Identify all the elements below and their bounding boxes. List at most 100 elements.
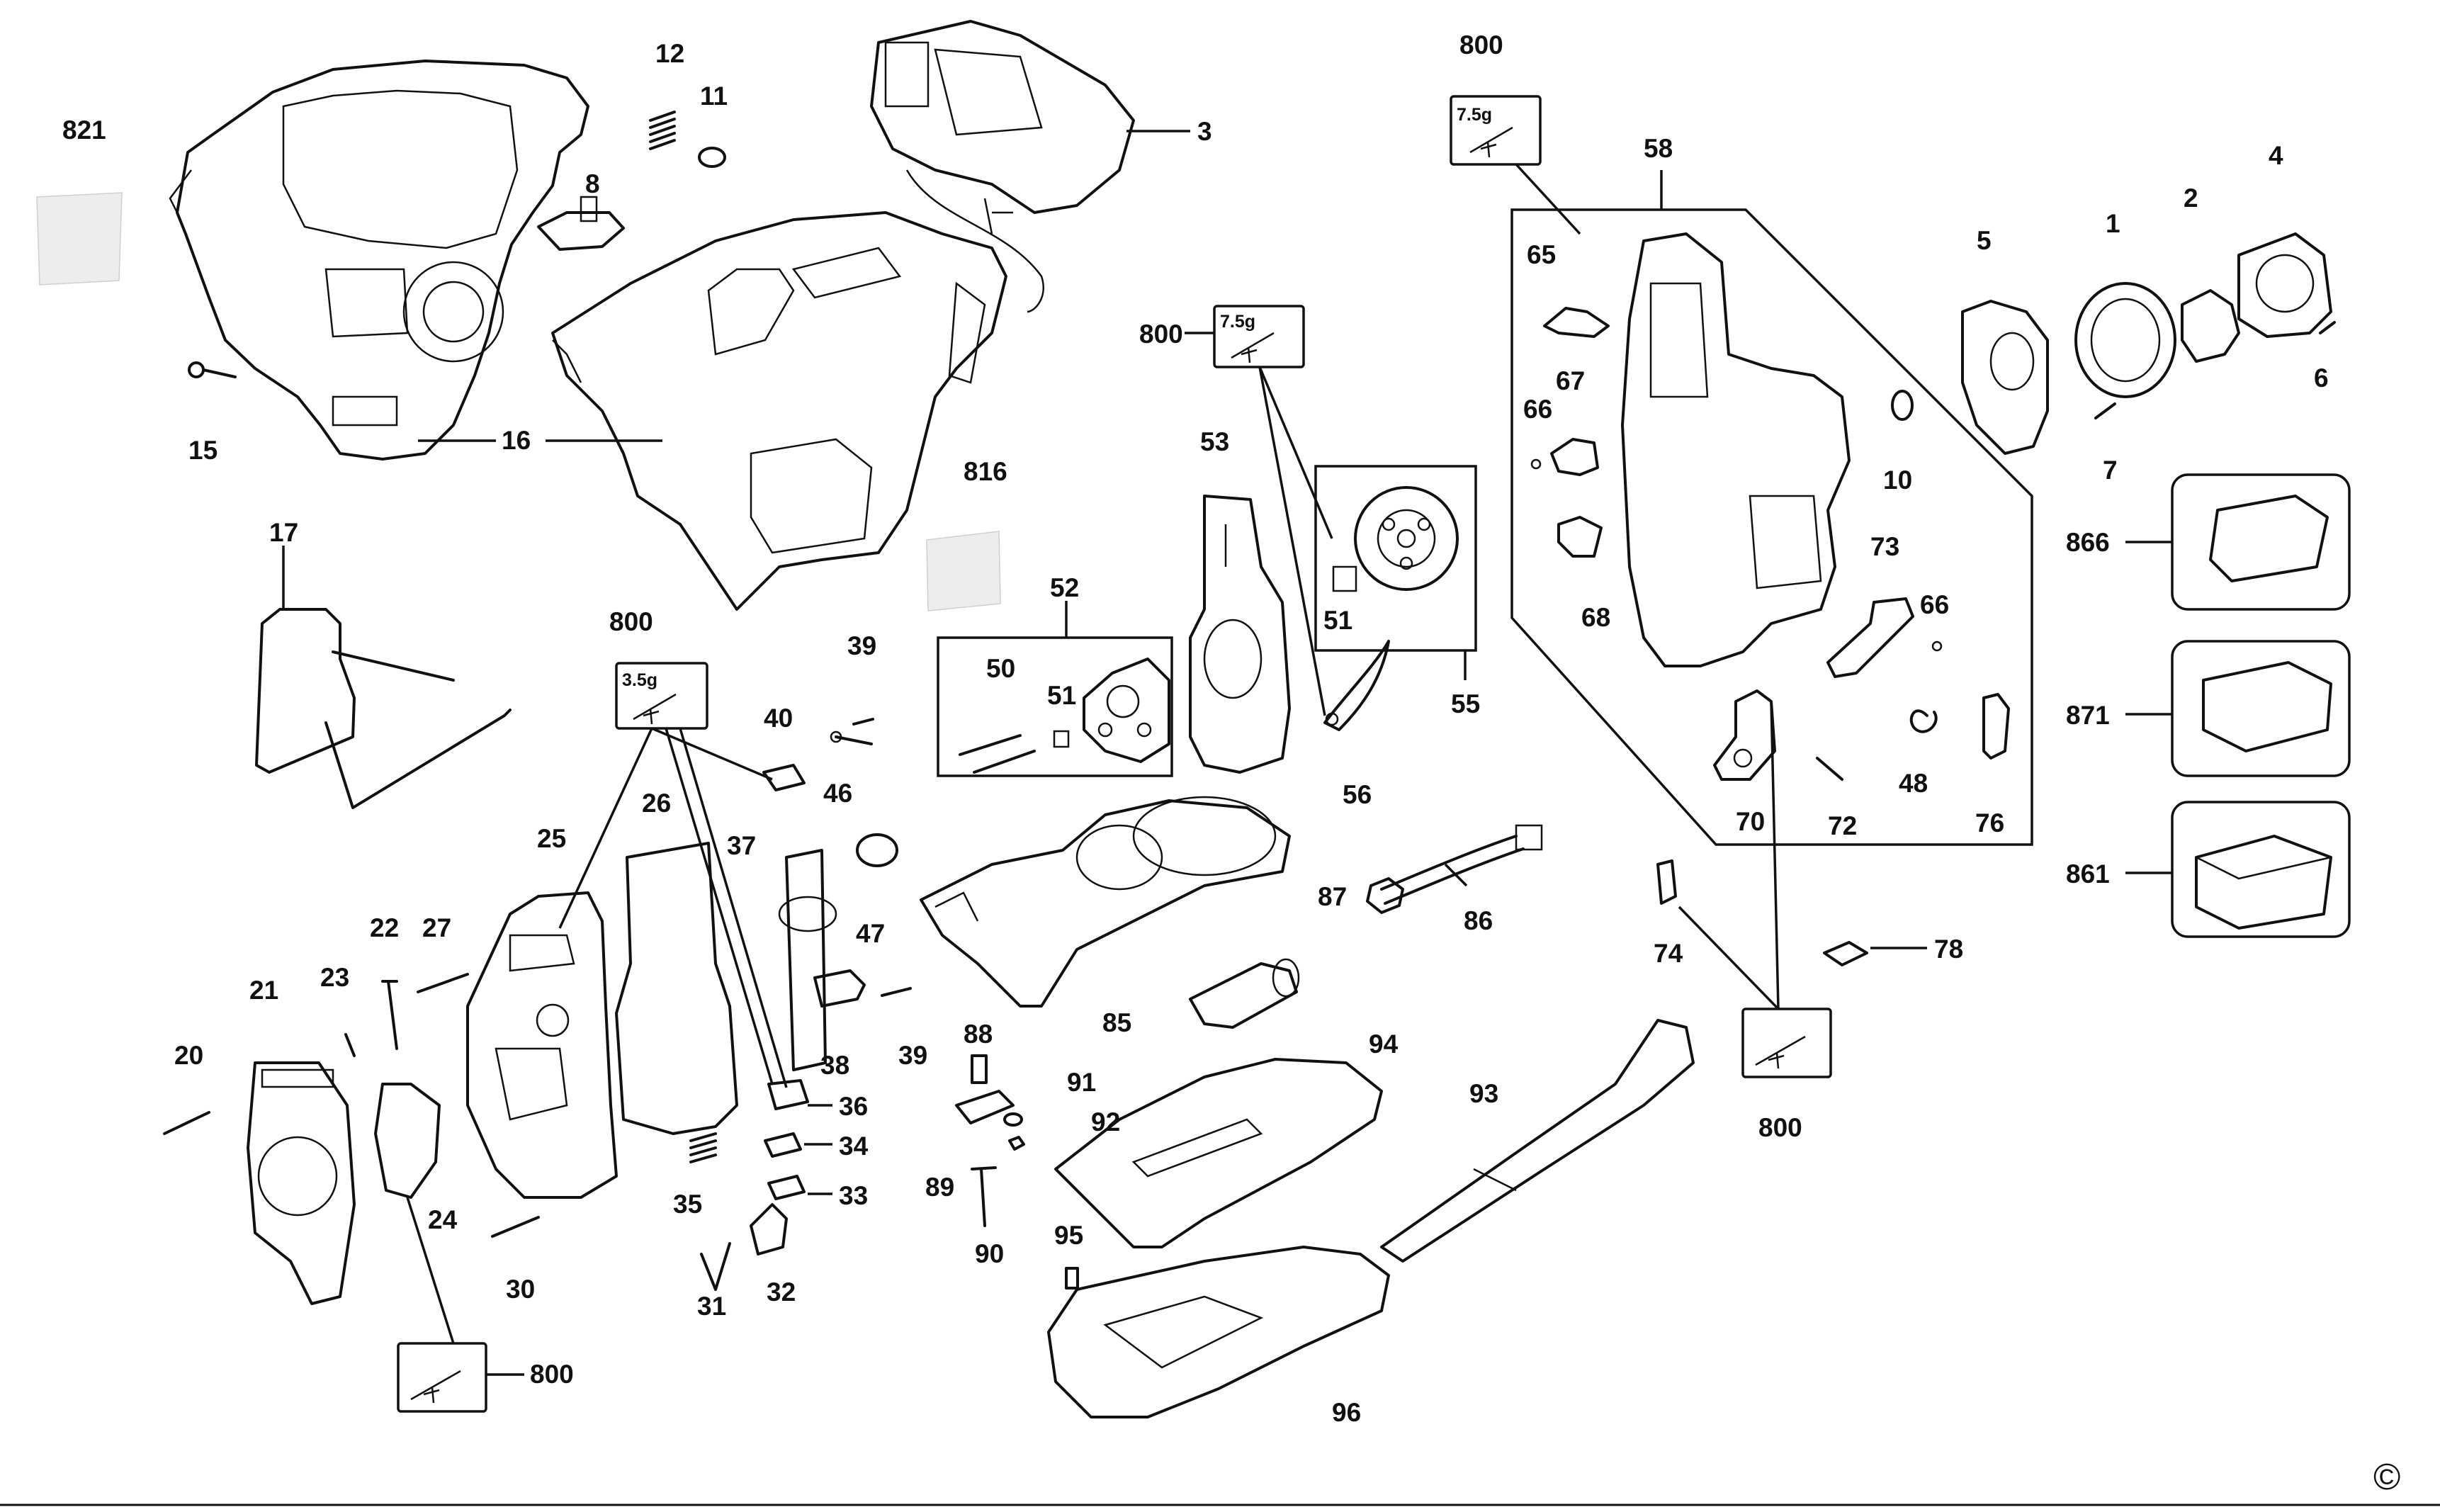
part-66b-ball: [1931, 641, 1943, 652]
part-55-gear: [1332, 486, 1459, 592]
label-66b: 66: [1920, 590, 1949, 619]
part-33-pad: [767, 1175, 806, 1200]
label-55: 55: [1451, 689, 1480, 718]
part-23-spring: [344, 1033, 356, 1057]
label-37: 37: [727, 831, 756, 860]
label-51a: 51: [1047, 681, 1076, 710]
part-27-screw: [417, 973, 469, 993]
part-21-guard: [247, 1061, 356, 1305]
label-12: 12: [655, 39, 684, 68]
part-72-pin: [1816, 757, 1843, 781]
part-861-case-box: [2171, 801, 2351, 938]
part-86-plunger: [1366, 824, 1543, 914]
label-40: 40: [764, 704, 793, 733]
label-16: 16: [502, 426, 531, 455]
label-72: 72: [1828, 811, 1857, 840]
label-4: 4: [2269, 141, 2283, 170]
label-25: 25: [537, 824, 566, 853]
grease-box-800-bottom-left: [397, 1342, 487, 1413]
part-46-pin: [830, 730, 873, 745]
label-53: 53: [1200, 427, 1229, 456]
part-32-blade-clamp: [750, 1203, 788, 1256]
label-51b: 51: [1323, 606, 1352, 635]
label-56: 56: [1343, 780, 1372, 809]
label-92: 92: [1091, 1107, 1120, 1136]
part-53-gasket: [1189, 495, 1291, 774]
label-52: 52: [1050, 573, 1079, 602]
part-94-shoe: [1054, 1058, 1383, 1248]
part-36-holder: [767, 1079, 809, 1110]
label-2: 2: [2184, 184, 2198, 213]
part-78-nut: [1823, 941, 1868, 966]
group-box-52: [937, 636, 1173, 777]
label-26: 26: [642, 789, 671, 818]
part-92-nut: [1008, 1136, 1025, 1151]
label-65: 65: [1527, 240, 1556, 269]
label-95: 95: [1054, 1221, 1083, 1250]
part-67-bracket: [1550, 438, 1599, 476]
label-87: 87: [1318, 882, 1347, 911]
part-66a-ball: [1530, 458, 1542, 470]
label-47: 47: [856, 919, 885, 948]
group-box-55: [1314, 465, 1477, 652]
label-871: 871: [2066, 701, 2110, 730]
part-95-screw: [1065, 1267, 1079, 1290]
part-24-cover: [374, 1083, 441, 1199]
label-861: 861: [2066, 859, 2110, 888]
label-34: 34: [839, 1132, 869, 1161]
label-89: 89: [925, 1173, 954, 1202]
grease-tag-3-5g: 3.5g: [622, 670, 657, 690]
leader-lines: [282, 130, 2172, 1376]
part-10-washer: [1891, 390, 1914, 421]
part-87-bushing: [1189, 958, 1300, 1029]
part-4-end-cap: [2237, 232, 2332, 338]
grease-box-800-top-right: 7.5g: [1450, 95, 1542, 166]
label-58: 58: [1644, 134, 1673, 163]
part-96-shoe-cover: [1047, 1246, 1390, 1418]
label-66a: 66: [1523, 395, 1552, 424]
part-47-cap: [856, 833, 898, 867]
callout-labels: 821 12 11 8 3 15 16 800 58 800 65 67 66 …: [62, 30, 2400, 1498]
label-800-mid: 800: [1139, 320, 1183, 349]
part-7-screw: [2094, 402, 2116, 419]
label-90: 90: [975, 1239, 1004, 1268]
label-91: 91: [1067, 1068, 1096, 1097]
part-35-spring: [689, 1132, 717, 1163]
grease-box-800-left: 3.5g: [615, 662, 708, 730]
part-70-cam: [1713, 689, 1776, 781]
part-88-pin: [971, 1054, 988, 1084]
label-35: 35: [673, 1190, 702, 1219]
part-39-screw-bottom: [881, 987, 912, 997]
label-866: 866: [2066, 528, 2110, 557]
label-10: 10: [1883, 466, 1912, 495]
label-31: 31: [697, 1292, 726, 1321]
label-1: 1: [2106, 209, 2120, 238]
part-25-gear-housing: [466, 891, 618, 1199]
part-56-counterweight: [1323, 640, 1390, 731]
label-27: 27: [422, 913, 451, 942]
label-86: 86: [1464, 906, 1493, 935]
part-73-lever: [1826, 597, 1914, 678]
part-65-clip: [1543, 307, 1610, 338]
label-94: 94: [1369, 1029, 1399, 1059]
grease-box-800-mid: 7.5g: [1213, 305, 1305, 368]
part-6-screw: [2319, 321, 2336, 334]
part-85-gearcase: [920, 796, 1291, 1008]
label-17: 17: [269, 518, 298, 547]
grease-tag-7-5g-a: 7.5g: [1457, 105, 1492, 125]
label-46: 46: [823, 779, 852, 808]
label-76: 76: [1975, 808, 2004, 837]
part-15-screw: [188, 361, 237, 378]
part-34-pad: [764, 1132, 802, 1158]
label-3: 3: [1197, 117, 1212, 146]
part-74-clip: [1656, 859, 1677, 905]
label-800-bottom-left: 800: [530, 1360, 574, 1389]
label-50: 50: [986, 654, 1015, 683]
part-26-gasket: [615, 842, 738, 1135]
label-93: 93: [1469, 1079, 1498, 1108]
label-8: 8: [585, 169, 600, 198]
label-96: 96: [1332, 1398, 1361, 1427]
part-17-wire-hook: [255, 608, 512, 809]
label-21: 21: [249, 976, 278, 1005]
